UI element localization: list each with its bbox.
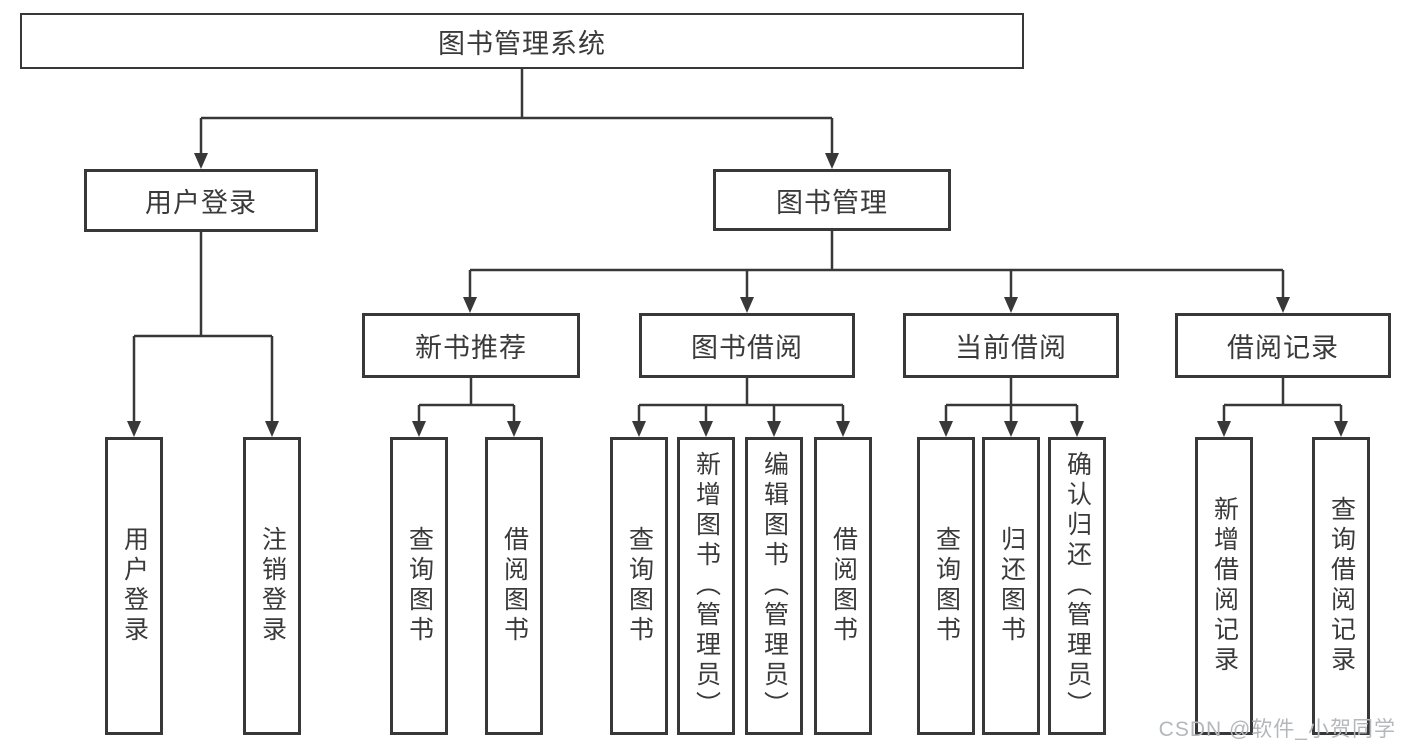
leaf-edit-book-admin: 编辑图书（管理员）: [745, 437, 803, 735]
node-borrow-records: 借阅记录: [1175, 313, 1391, 378]
node-new-book-recommend: 新书推荐: [362, 313, 580, 378]
leaf-add-borrow-record-label: 新增借阅记录: [1210, 496, 1239, 676]
leaf-query-books-newbook: 查询图书: [390, 437, 448, 735]
leaf-borrow-books-borrow: 借阅图书: [814, 437, 872, 735]
node-user-login: 用户登录: [84, 169, 318, 232]
leaf-user-login: 用户登录: [105, 437, 163, 735]
leaf-query-books-current: 查询图书: [917, 437, 975, 735]
node-book-borrow: 图书借阅: [639, 313, 855, 378]
leaf-logout: 注销登录: [243, 437, 301, 735]
leaf-query-books-current-label: 查询图书: [932, 526, 961, 646]
leaf-query-borrow-record: 查询借阅记录: [1312, 437, 1370, 735]
leaf-confirm-return-admin-label: 确认归还（管理员）: [1063, 451, 1092, 721]
leaf-logout-label: 注销登录: [258, 526, 287, 646]
leaf-borrow-books-newbook: 借阅图书: [485, 437, 543, 735]
leaf-return-book: 归还图书: [982, 437, 1040, 735]
leaf-borrow-books-borrow-label: 借阅图书: [829, 526, 858, 646]
leaf-add-book-admin: 新增图书（管理员）: [677, 437, 735, 735]
leaf-query-borrow-record-label: 查询借阅记录: [1327, 496, 1356, 676]
leaf-query-books-borrow-label: 查询图书: [625, 526, 654, 646]
csdn-watermark: CSDN @软件_小贺同学: [1158, 718, 1396, 741]
leaf-edit-book-admin-label: 编辑图书（管理员）: [760, 451, 789, 721]
node-current-borrow: 当前借阅: [903, 313, 1119, 378]
leaf-query-books-newbook-label: 查询图书: [405, 526, 434, 646]
leaf-add-book-admin-label: 新增图书（管理员）: [692, 451, 721, 721]
leaf-confirm-return-admin: 确认归还（管理员）: [1048, 437, 1106, 735]
leaf-borrow-books-newbook-label: 借阅图书: [500, 526, 529, 646]
leaf-user-login-label: 用户登录: [120, 526, 149, 646]
leaf-query-books-borrow: 查询图书: [610, 437, 668, 735]
leaf-add-borrow-record: 新增借阅记录: [1195, 437, 1253, 735]
leaf-return-book-label: 归还图书: [997, 526, 1026, 646]
node-book-management: 图书管理: [713, 169, 951, 231]
node-root-library-system: 图书管理系统: [20, 13, 1024, 69]
